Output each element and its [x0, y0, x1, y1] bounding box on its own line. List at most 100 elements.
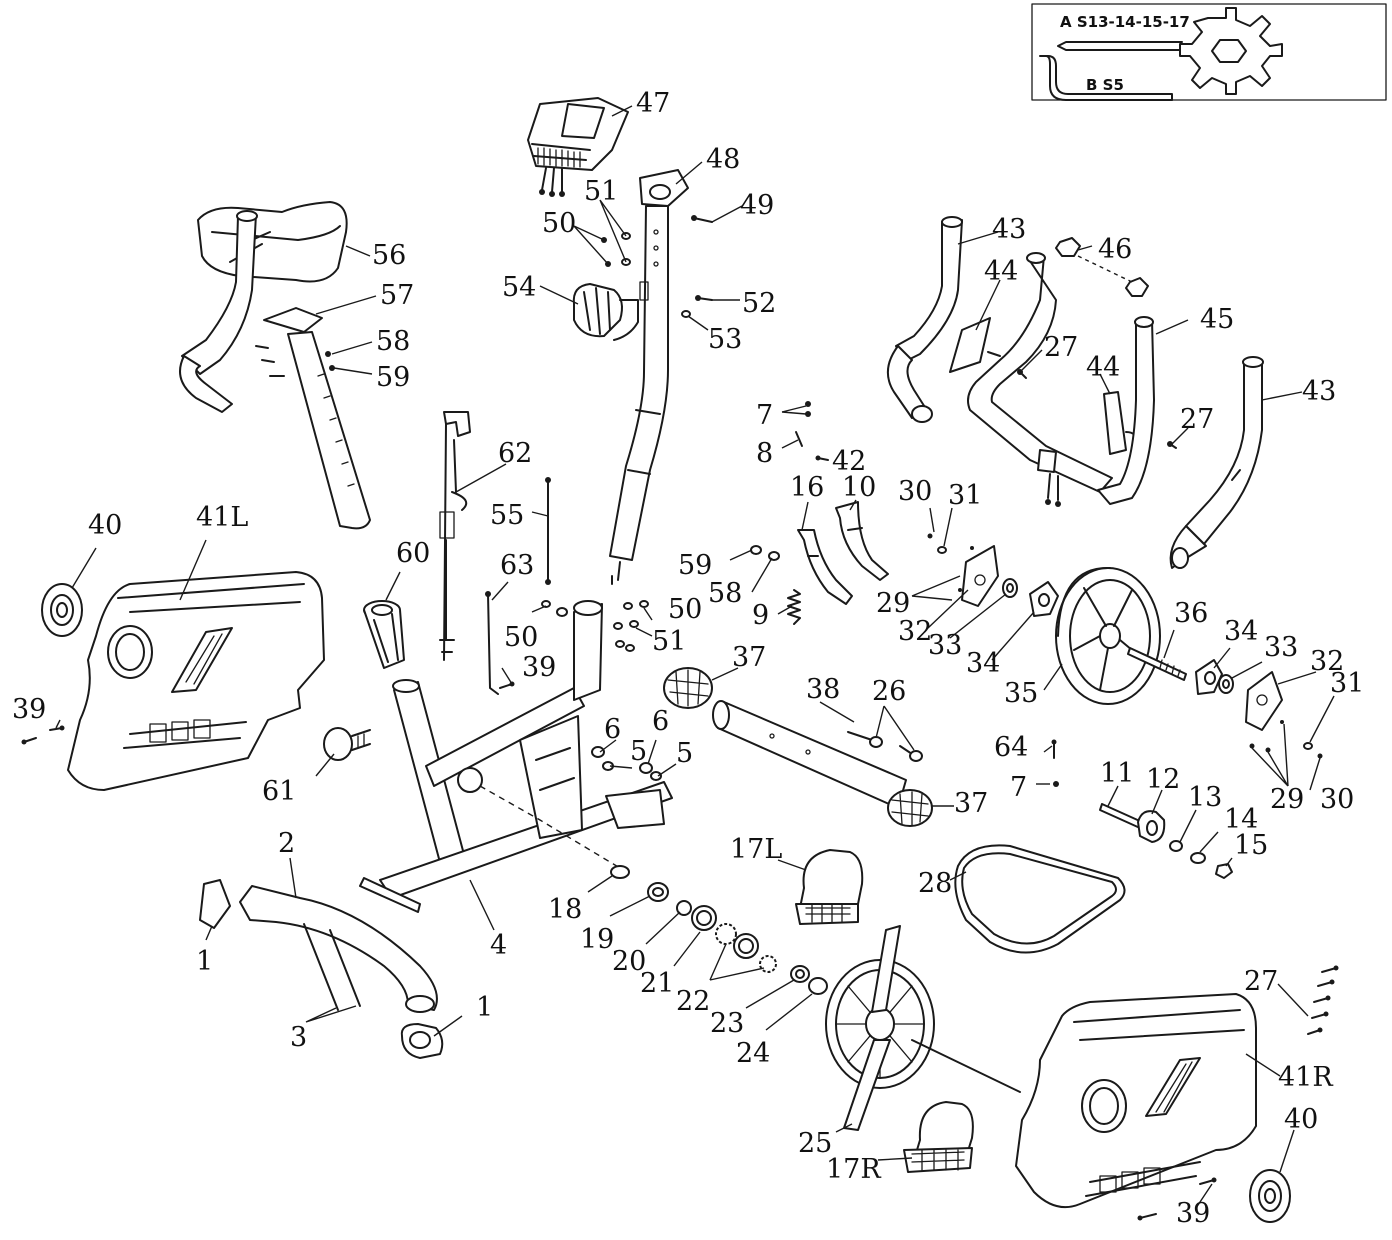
callout-41R: 41R [1278, 1062, 1333, 1093]
callout-17R: 17R [826, 1154, 881, 1185]
callout-43: 43 [1302, 376, 1336, 407]
callout-46: 46 [1098, 234, 1132, 265]
callout-47: 47 [636, 88, 670, 119]
callout-59: 59 [376, 362, 410, 393]
callout-5: 5 [676, 738, 693, 769]
nut-part [1055, 237, 1149, 297]
callout-5: 5 [630, 736, 647, 767]
idler-assembly [1099, 803, 1233, 879]
tension-cable-part [439, 411, 471, 661]
flywheel-part [1055, 566, 1161, 705]
callout-15: 15 [1234, 830, 1268, 861]
callout-36: 36 [1174, 598, 1208, 629]
callout-7: 7 [756, 400, 773, 431]
callout-37: 37 [732, 642, 766, 673]
right-pedal-part [903, 1101, 974, 1173]
callout-39: 39 [522, 652, 556, 683]
callout-27: 27 [1180, 404, 1214, 435]
callout-33: 33 [1264, 632, 1298, 663]
callout-12: 12 [1146, 764, 1180, 795]
pulse-sensor-parts [949, 317, 1138, 455]
callout-48: 48 [706, 144, 740, 175]
callout-31: 31 [1330, 668, 1364, 699]
callout-23: 23 [710, 1008, 744, 1039]
console-part [527, 97, 629, 197]
callout-62: 62 [498, 438, 532, 469]
rear-stabilizer-part [199, 879, 444, 1059]
callout-51: 51 [652, 626, 686, 657]
callout-51: 51 [584, 176, 618, 207]
callout-34: 34 [1224, 616, 1258, 647]
small-hardware [795, 369, 1177, 461]
callout-31: 31 [948, 480, 982, 511]
callout-1: 1 [196, 946, 213, 977]
tool-set: A S13-14-15-17 B S5 [1031, 3, 1387, 101]
callout-8: 8 [756, 438, 773, 469]
callout-42: 42 [832, 446, 866, 477]
callout-labels: 47 48 49 50 51 52 53 54 56 57 58 59 43 4… [12, 88, 1364, 1229]
callout-45: 45 [1200, 304, 1234, 335]
brake-bracket-part [797, 501, 889, 605]
callout-20: 20 [612, 946, 646, 977]
callout-17L: 17L [730, 834, 782, 865]
connecting-rods [485, 477, 551, 695]
left-cover-screws [21, 681, 515, 745]
leveling-foot-part [323, 727, 371, 761]
main-frame-part [359, 600, 673, 913]
left-handlebar-part [179, 210, 258, 413]
callout-50: 50 [668, 594, 702, 625]
right-grip-part [1169, 356, 1264, 569]
seat-part [197, 201, 348, 283]
wrench-label: A S13-14-15-17 [1060, 13, 1190, 31]
right-chain-cover [1015, 993, 1257, 1208]
callout-11: 11 [1100, 758, 1134, 789]
callout-3: 3 [290, 1022, 307, 1053]
callout-58: 58 [708, 578, 742, 609]
callout-37: 37 [954, 788, 988, 819]
callout-16: 16 [790, 472, 824, 503]
left-pedal-part [795, 849, 864, 925]
left-grip-part [887, 216, 963, 423]
right-cover-screws [1137, 965, 1339, 1221]
callout-39: 39 [1176, 1198, 1210, 1229]
bottom-bracket-tube [712, 700, 907, 809]
hex-key-icon [1039, 55, 1173, 101]
callout-30: 30 [898, 476, 932, 507]
left-bearing-plate [911, 533, 999, 607]
callout-18: 18 [548, 894, 582, 925]
callout-22: 22 [676, 986, 710, 1017]
callout-43: 43 [992, 214, 1026, 245]
callout-28: 28 [918, 868, 952, 899]
right-bearing-plate [1245, 671, 1323, 787]
callout-53: 53 [708, 324, 742, 355]
callout-21: 21 [640, 968, 674, 999]
front-handlebar-part [967, 252, 1155, 507]
callout-4: 4 [490, 930, 507, 961]
callout-19: 19 [580, 924, 614, 955]
callout-52: 52 [742, 288, 776, 319]
callout-27: 27 [1044, 332, 1078, 363]
callout-50: 50 [504, 622, 538, 653]
callout-61: 61 [262, 776, 296, 807]
callout-63: 63 [500, 550, 534, 581]
callout-39: 39 [12, 694, 46, 725]
callout-59: 59 [678, 550, 712, 581]
frame-bolts [541, 545, 780, 781]
callout-10: 10 [842, 472, 876, 503]
seat-post-part [255, 307, 371, 530]
multi-wrench-icon [1057, 7, 1283, 95]
callout-35: 35 [1004, 678, 1038, 709]
flywheel-axle-part [1127, 647, 1187, 681]
console-screws [601, 215, 713, 318]
tension-knob-part [572, 283, 639, 341]
crank-bearing-stack [610, 865, 828, 995]
callout-44: 44 [1086, 352, 1120, 383]
callout-2: 2 [278, 828, 295, 859]
callout-9: 9 [752, 600, 769, 631]
bushing-part [363, 600, 405, 669]
callout-60: 60 [396, 538, 430, 569]
callout-25: 25 [798, 1128, 832, 1159]
callout-44: 44 [984, 256, 1018, 287]
callout-54: 54 [502, 272, 536, 303]
